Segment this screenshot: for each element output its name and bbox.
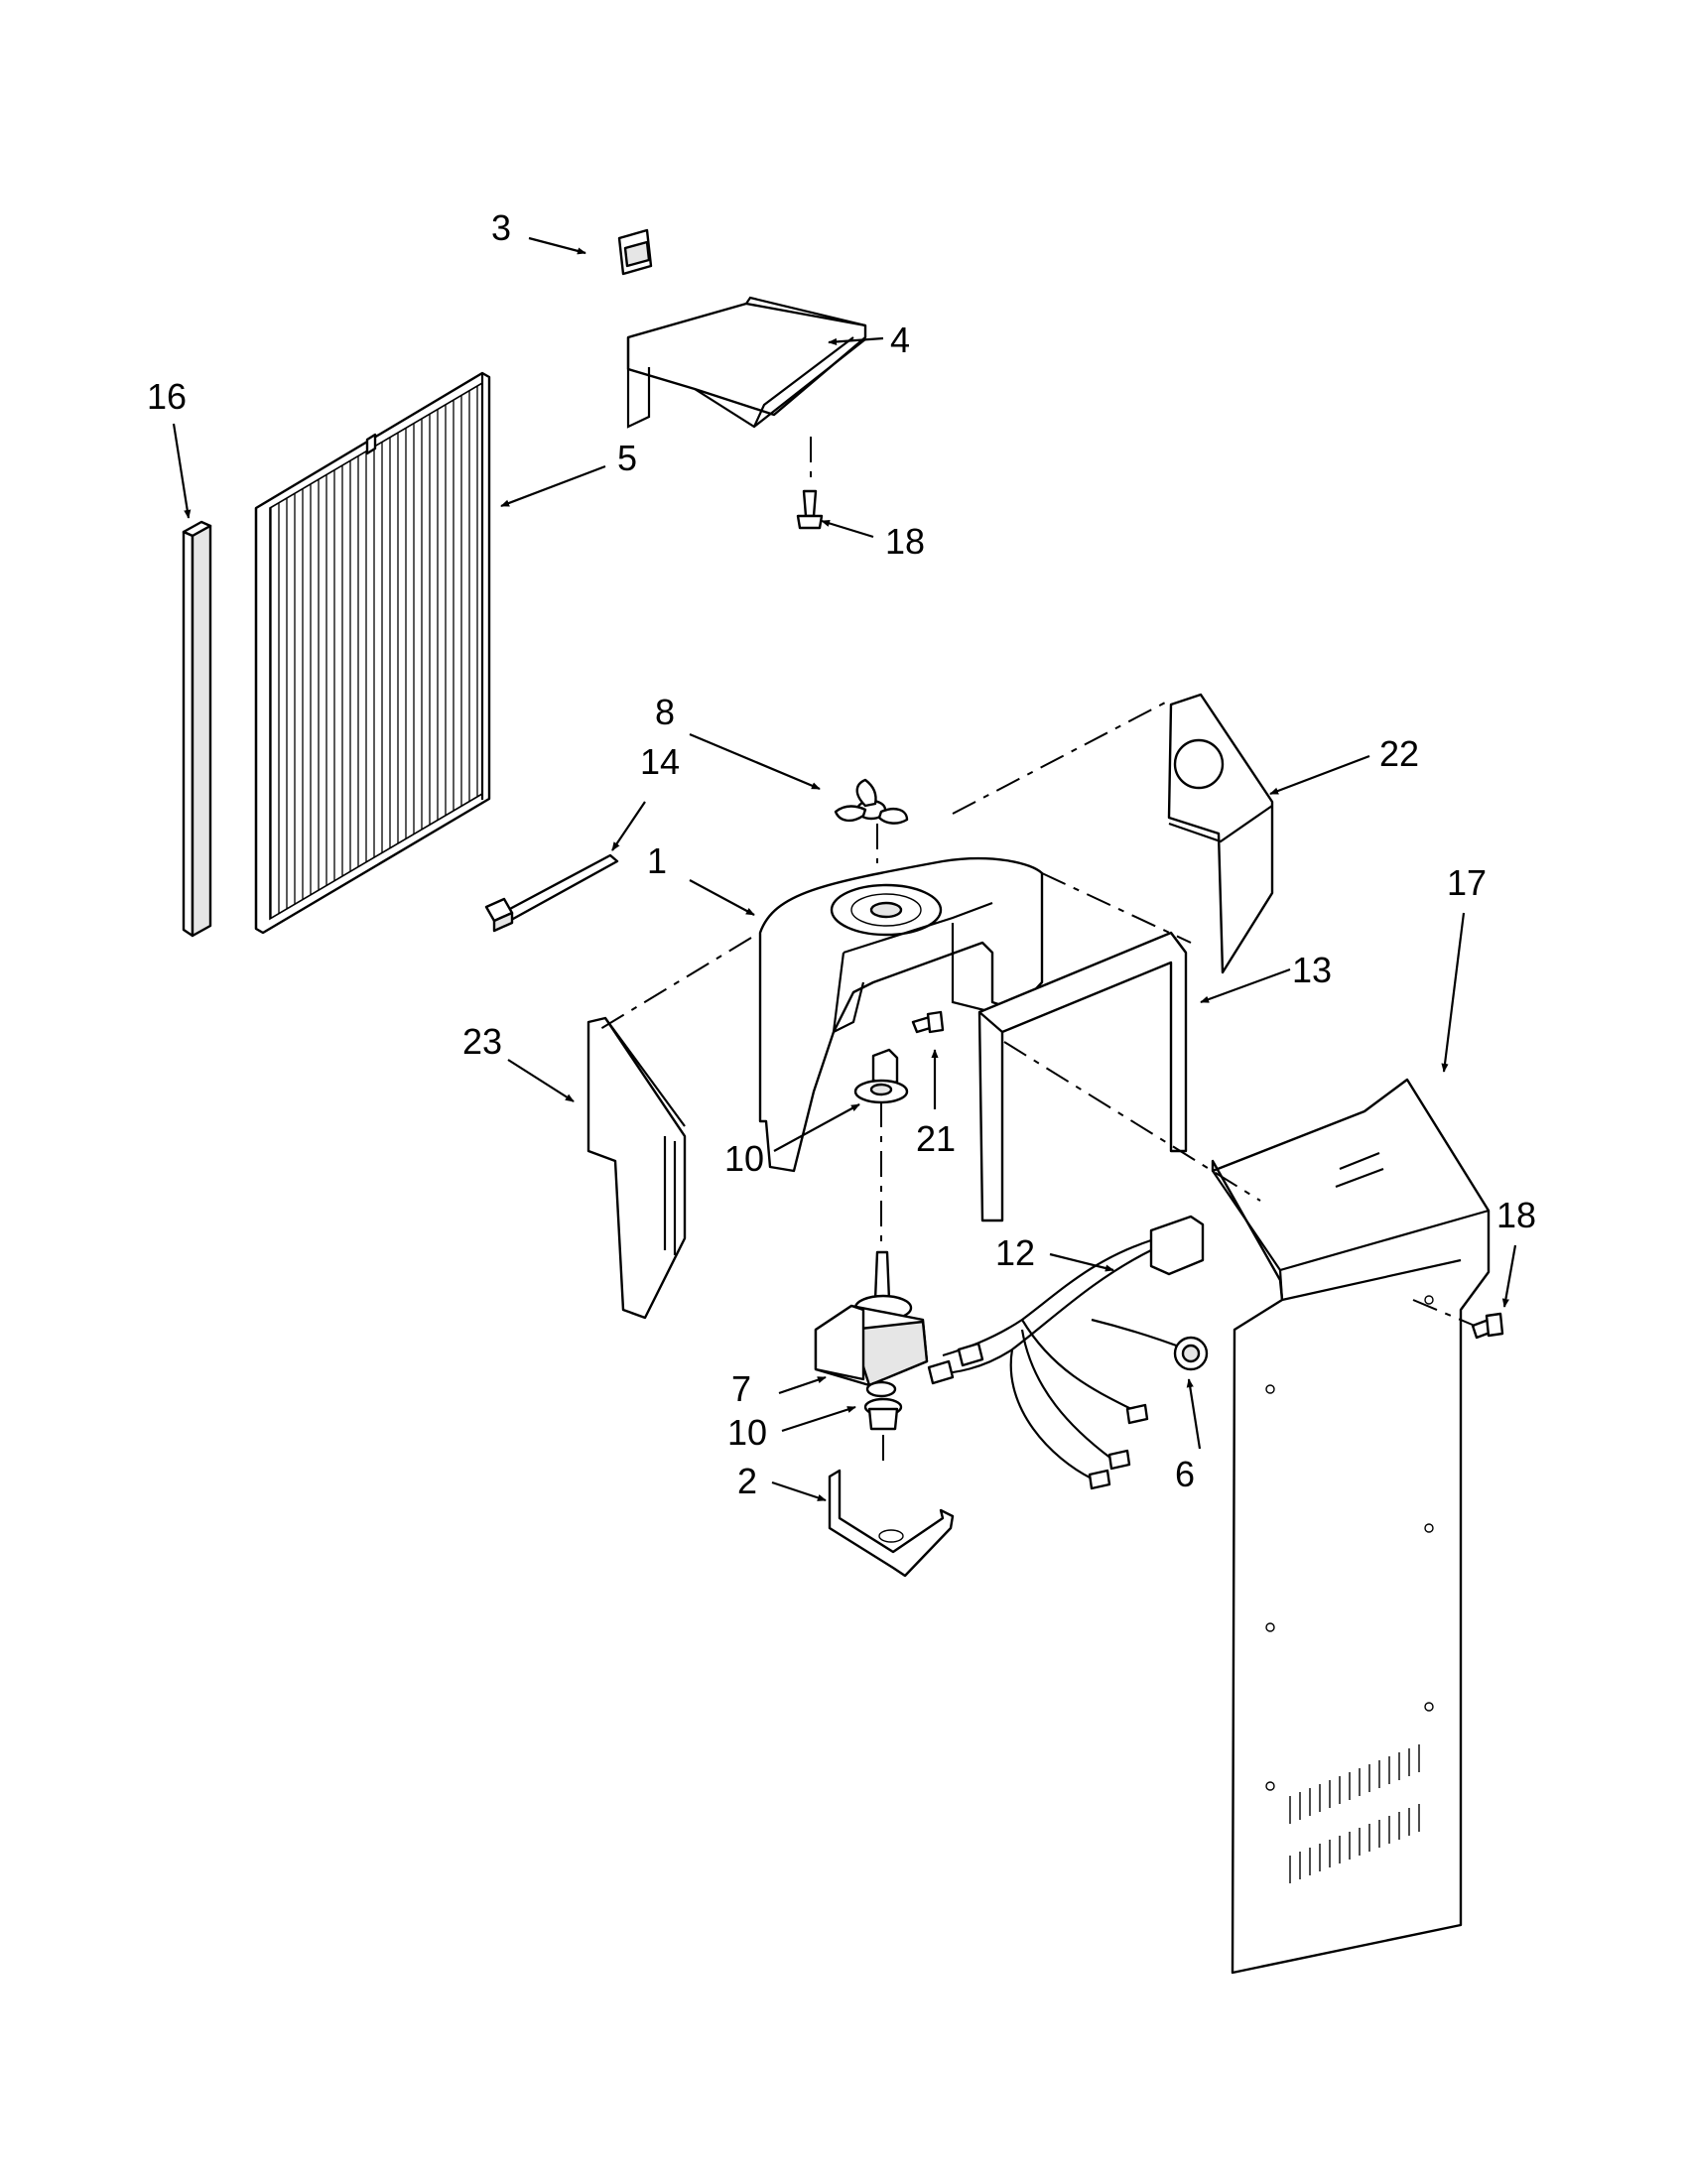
callout-13: 13 <box>1292 950 1332 990</box>
part-21-screw <box>911 1010 945 1034</box>
callout-6: 6 <box>1175 1454 1195 1494</box>
part-18-screw-top <box>796 437 824 530</box>
part-14-cable-tie <box>484 853 619 933</box>
part-10-bushing-upper <box>853 1048 909 1104</box>
part-5-condenser <box>254 371 491 935</box>
callout-8: 8 <box>655 692 675 732</box>
part-7-motor <box>814 1101 929 1398</box>
callout-10-upper: 10 <box>724 1138 764 1179</box>
callout-7: 7 <box>731 1368 751 1409</box>
callout-18-right: 18 <box>1496 1195 1536 1235</box>
callout-23: 23 <box>462 1021 502 1062</box>
part-2-bracket <box>828 1469 955 1578</box>
part-10-bushing-lower <box>863 1397 903 1469</box>
callout-1: 1 <box>647 840 667 881</box>
part-4-bracket <box>626 296 867 429</box>
part-16-strip <box>182 520 212 938</box>
part-3-clip <box>617 228 653 276</box>
callout-17: 17 <box>1447 862 1487 903</box>
part-8-fan-blade <box>834 778 909 863</box>
callout-2: 2 <box>737 1461 757 1501</box>
part-18-screw-right <box>1471 1312 1504 1340</box>
callout-22: 22 <box>1379 733 1419 774</box>
vent-slots <box>1289 1744 1420 1883</box>
part-22-baffle <box>1167 693 1274 974</box>
callout-16: 16 <box>147 376 187 417</box>
part-23-baffle <box>586 1016 687 1320</box>
callout-14: 14 <box>640 741 680 782</box>
callout-4: 4 <box>890 320 910 360</box>
part-6-capacitor <box>1173 1336 1209 1371</box>
callout-5: 5 <box>617 438 637 478</box>
part-17-cover <box>1211 1078 1491 1975</box>
part-12-wire-harness <box>927 1215 1205 1490</box>
callout-21: 21 <box>916 1118 956 1159</box>
leader-lines <box>172 236 1517 1502</box>
alignment-lines <box>594 700 1476 1327</box>
callout-3: 3 <box>491 207 511 248</box>
callout-labels: 1 2 3 4 5 6 7 8 10 10 12 13 14 16 17 18 … <box>147 207 1536 1501</box>
part-13-frame <box>977 931 1188 1222</box>
part-1-fan-shroud <box>758 856 1044 1173</box>
callout-10-lower: 10 <box>727 1412 767 1453</box>
callout-18-top: 18 <box>885 521 925 562</box>
callout-12: 12 <box>995 1232 1035 1273</box>
